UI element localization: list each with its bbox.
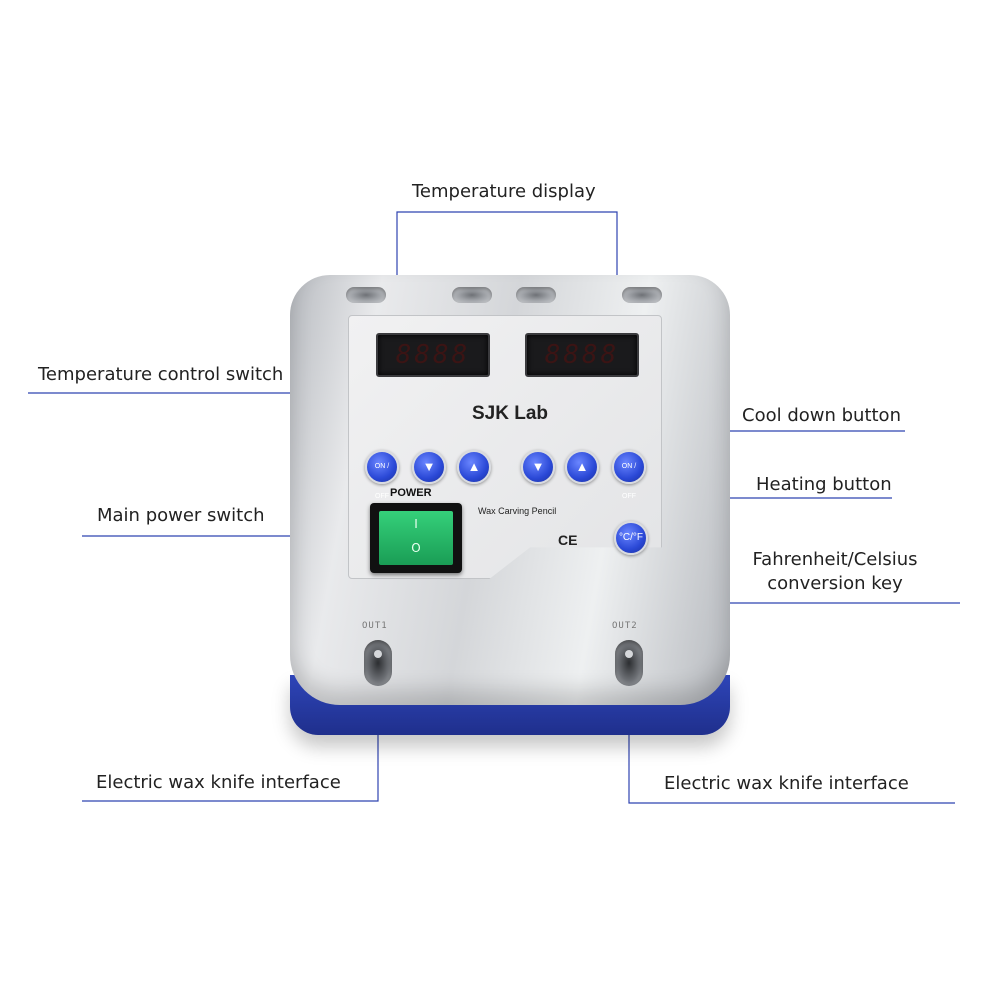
wax-heater-device: 8888 8888 SJK Lab ON / OFF ▼ ▲ ▼ ▲ ON / … <box>290 275 730 745</box>
switch-off-mark: O <box>411 541 421 555</box>
cool-down-button-right[interactable]: ▼ <box>521 450 555 484</box>
pen-holder-hole <box>516 287 556 303</box>
callout-fahrenheit-celsius: Fahrenheit/Celsius conversion key <box>740 548 930 596</box>
callout-fahrenheit-line2: conversion key <box>767 573 903 594</box>
callout-temperature-control-switch: Temperature control switch <box>38 364 284 385</box>
callout-heating-button: Heating button <box>756 474 892 495</box>
callout-wax-knife-interface-left: Electric wax knife interface <box>96 772 341 793</box>
leader-temperature-display <box>396 211 618 328</box>
on-off-button-left[interactable]: ON / OFF <box>365 450 399 500</box>
heating-button-left[interactable]: ▲ <box>457 450 491 484</box>
callout-temperature-display: Temperature display <box>412 181 596 202</box>
port-label-out1: OUT1 <box>362 621 388 631</box>
pen-holder-hole <box>452 287 492 303</box>
temperature-display-right: 8888 <box>525 333 639 377</box>
temperature-display-left: 8888 <box>376 333 490 377</box>
main-power-switch[interactable]: I O <box>370 503 462 573</box>
callout-wax-knife-interface-right: Electric wax knife interface <box>664 773 909 794</box>
device-body: 8888 8888 SJK Lab ON / OFF ▼ ▲ ▼ ▲ ON / … <box>290 275 730 705</box>
ce-mark: CE <box>558 532 578 548</box>
power-label: POWER <box>390 487 432 499</box>
power-rocker[interactable]: I O <box>379 511 453 565</box>
callout-cool-down-button: Cool down button <box>742 405 901 426</box>
pen-holder-hole <box>346 287 386 303</box>
brand-logo: SJK Lab <box>471 403 549 424</box>
wax-carving-pencil-label: Wax Carving Pencil <box>478 506 557 516</box>
heating-button-right[interactable]: ▲ <box>565 450 599 484</box>
fahrenheit-celsius-button[interactable]: °C/°F <box>614 521 648 555</box>
switch-on-mark: I <box>414 517 418 531</box>
cool-down-button-left[interactable]: ▼ <box>412 450 446 484</box>
wax-knife-socket-right[interactable] <box>615 640 643 686</box>
on-off-button-right[interactable]: ON / OFF <box>612 450 646 500</box>
pen-holder-hole <box>622 287 662 303</box>
port-label-out2: OUT2 <box>612 621 638 631</box>
callout-main-power-switch: Main power switch <box>97 505 265 526</box>
callout-fahrenheit-line1: Fahrenheit/Celsius <box>752 549 918 570</box>
wax-knife-socket-left[interactable] <box>364 640 392 686</box>
